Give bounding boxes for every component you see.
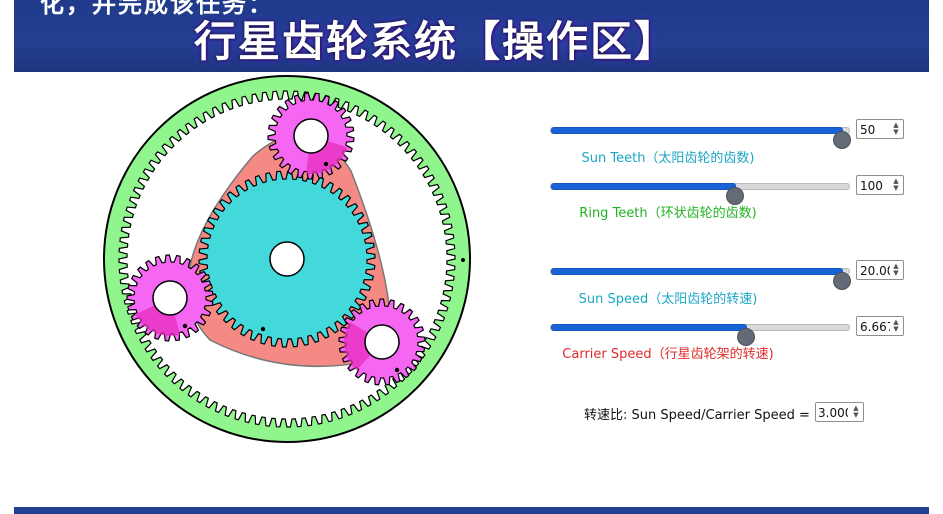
sun-speed-label: Sun Speed（太阳齿轮的转速) [578, 292, 758, 307]
sun-teeth-slider-fill [551, 127, 843, 134]
sun-speed-slider[interactable] [550, 268, 851, 290]
sun-teeth-label: Sun Teeth（太阳齿轮的齿数) [581, 151, 755, 166]
ring-teeth-slider[interactable] [550, 183, 850, 205]
speed-ratio-input[interactable]: 3.000 ▲▼ [815, 402, 864, 422]
bottom-bar [14, 507, 929, 514]
ring-teeth-slider-fill [551, 183, 736, 190]
planetary-gear-diagram [103, 75, 471, 443]
up-down-spinner-icon[interactable]: ▲▼ [893, 177, 899, 192]
ring-teeth-slider-thumb[interactable] [726, 187, 744, 205]
speed-ratio-label: 转速比: Sun Speed/Carrier Speed = [584, 408, 810, 423]
sun-marker-dot [260, 326, 266, 332]
sun-speed-value: 20.00 [860, 264, 890, 278]
carrier-speed-control: 6.667 ▲▼ [548, 316, 908, 346]
speed-ratio-value: 3.000 [818, 406, 848, 420]
ring-teeth-value: 100 [860, 179, 883, 193]
planet-marker-dot [394, 367, 400, 373]
sun-teeth-slider-thumb[interactable] [833, 131, 851, 149]
sun-teeth-input[interactable]: 50 ▲▼ [856, 119, 904, 139]
page-title: 行星齿轮系统【操作区】 [194, 17, 679, 66]
carrier-speed-slider-thumb[interactable] [737, 328, 755, 346]
carrier-speed-slider-fill [551, 324, 747, 331]
up-down-spinner-icon[interactable]: ▲▼ [893, 262, 899, 277]
planet-gear-shade [344, 321, 382, 371]
ring-teeth-input[interactable]: 100 ▲▼ [856, 175, 904, 195]
carrier-speed-label: Carrier Speed（行星齿轮架的转速) [562, 347, 774, 362]
sun-speed-control: 20.00 ▲▼ [548, 260, 908, 290]
ring-marker-dot [461, 258, 465, 262]
carrier-speed-slider[interactable] [550, 324, 850, 346]
banner-subtitle: 化，并完成该任务： [40, 0, 274, 18]
sun-gear-hub [269, 241, 305, 277]
sun-teeth-control: 50 ▲▼ [548, 119, 908, 149]
planet-marker-dot [182, 323, 188, 329]
planet-gear-hub [364, 324, 400, 360]
sun-speed-input[interactable]: 20.00 ▲▼ [856, 260, 904, 280]
ring-teeth-label: Ring Teeth（环状齿轮的齿数) [579, 206, 757, 221]
up-down-spinner-icon[interactable]: ▲▼ [853, 404, 859, 419]
ring-teeth-control: 100 ▲▼ [548, 175, 908, 205]
planet-gear-hub [152, 280, 188, 316]
planet-gear-hub [293, 118, 329, 154]
sun-teeth-slider[interactable] [550, 127, 851, 149]
planet-marker-dot [323, 161, 329, 167]
carrier-speed-value: 6.667 [860, 320, 890, 334]
up-down-spinner-icon[interactable]: ▲▼ [893, 121, 899, 136]
up-down-spinner-icon[interactable]: ▲▼ [893, 318, 899, 333]
sun-speed-slider-thumb[interactable] [833, 272, 851, 290]
title-banner: 化，并完成该任务： 行星齿轮系统【操作区】 [14, 0, 929, 72]
sun-teeth-value: 50 [860, 123, 876, 137]
carrier-speed-input[interactable]: 6.667 ▲▼ [856, 316, 904, 336]
sun-speed-slider-fill [551, 268, 843, 275]
